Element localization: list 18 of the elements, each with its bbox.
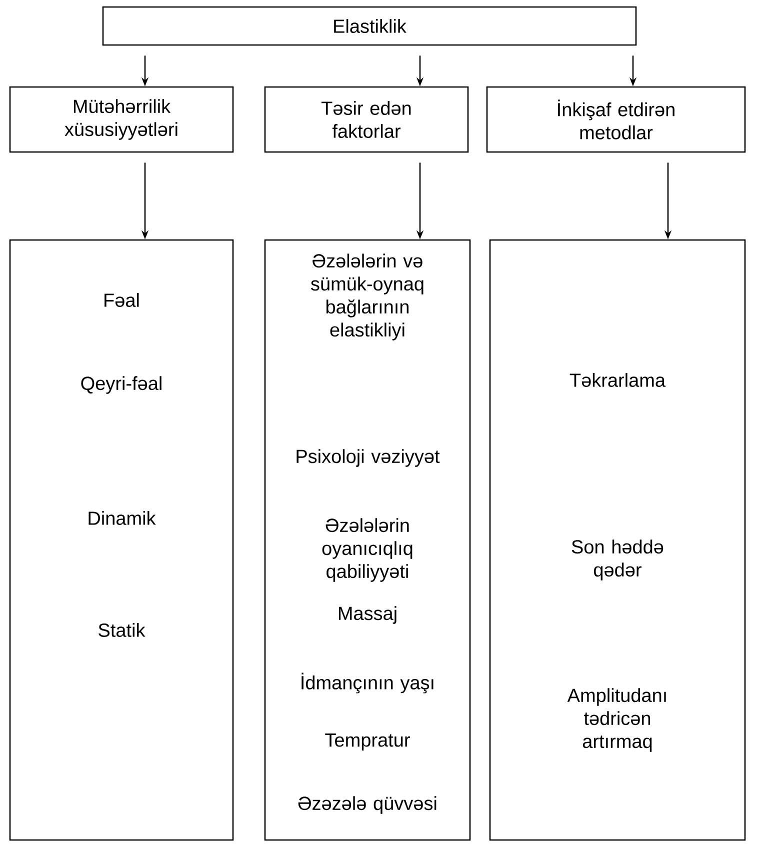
list-item: Statik — [98, 623, 146, 637]
list-item: Dinamik — [88, 511, 156, 525]
list-item: Əzələlərin və sümük-oynaq bağlarının elastikliyi — [311, 254, 424, 340]
list-item: Tempratur — [325, 734, 410, 750]
category-box: İnkişaf etdirən metodlar — [486, 86, 746, 153]
list-item: Təkrarlama — [570, 373, 666, 387]
category-box: Təsir edən faktorlar — [264, 86, 469, 153]
list-item: Massaj — [338, 606, 396, 624]
category-box: Mütəhərrilik xüsusiyyətləri — [9, 86, 234, 153]
list-item: Əzələlərin oyanıcıqlıq qabiliyyəti — [322, 518, 412, 582]
list-item: Psixoloji vəziyyət — [296, 449, 440, 467]
list-item: Əzəzələ qüvvəsi — [298, 796, 436, 814]
list-item: Son həddə qədər — [572, 540, 664, 580]
list-item: İdmançının yaşı — [302, 672, 434, 694]
list-item: Qeyri-fəal — [81, 376, 162, 394]
list-item: Amplitudanı tədricən artırmaq — [567, 688, 666, 752]
title-box: Elastiklik — [102, 6, 637, 46]
list-item: Fəal — [104, 293, 139, 307]
